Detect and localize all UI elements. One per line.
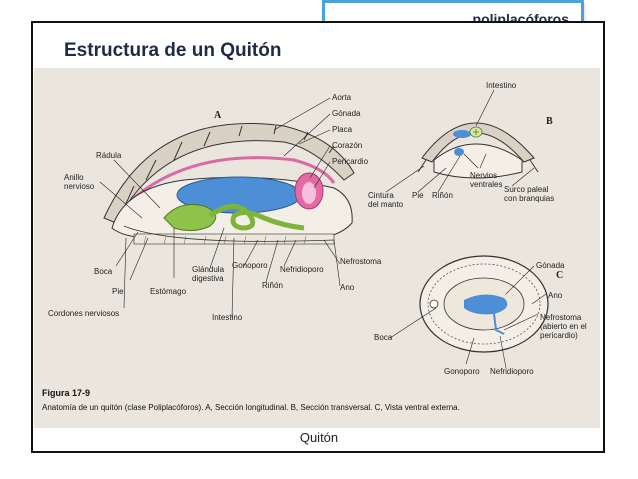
- label-nefridioporo-c: Nefridioporo: [490, 367, 534, 376]
- label-ano-c: Ano: [548, 291, 563, 300]
- panel-c-ventral: C Gónada Ano Boca Nefrostoma(abierto en …: [374, 255, 587, 376]
- label-boca-a: Boca: [94, 267, 113, 276]
- slide-caption: Quitón: [299, 430, 339, 445]
- label-pericardio: Pericardio: [332, 157, 369, 166]
- label-pie-a: Pie: [112, 287, 124, 296]
- label-placa: Placa: [332, 125, 353, 134]
- label-radula: Rádula: [96, 151, 122, 160]
- panel-b-letter: B: [546, 116, 553, 127]
- panel-a-letter: A: [214, 110, 222, 121]
- label-rinon-b: Riñón: [432, 191, 453, 200]
- label-cordones-nerviosos: Cordones nerviosos: [48, 309, 119, 318]
- label-aorta: Aorta: [332, 93, 352, 102]
- label-ano-a: Ano: [340, 283, 355, 292]
- panel-a-longitudinal: A Aorta Gónada Placa Corazón Perica: [48, 93, 382, 322]
- slide-title: Estructura de un Quitón: [64, 40, 282, 61]
- label-gonoporo-c: Gonoporo: [444, 367, 480, 376]
- label-estomago: Estómago: [150, 287, 187, 296]
- label-pie-b: Pie: [412, 191, 424, 200]
- label-gonada-c: Gónada: [536, 261, 565, 270]
- label-nefridioporo-a: Nefridioporo: [280, 265, 324, 274]
- label-gonoporo-a: Gonoporo: [232, 261, 268, 270]
- label-nefrostoma-a: Nefrostoma: [340, 257, 382, 266]
- chiton-illustration: A Aorta Gónada Placa Corazón Perica: [42, 81, 587, 412]
- label-boca-c: Boca: [374, 333, 393, 342]
- figure-caption-text: Anatomía de un quitón (clase Poliplacófo…: [42, 403, 460, 412]
- label-gonada: Gónada: [332, 109, 361, 118]
- panel-c-letter: C: [556, 270, 563, 281]
- label-rinon-a: Riñón: [262, 281, 283, 290]
- label-corazon: Corazón: [332, 141, 362, 150]
- figure-caption-title: Figura 17-9: [42, 388, 90, 398]
- label-intestino-a: Intestino: [212, 313, 243, 322]
- chiton-figure: A Aorta Gónada Placa Corazón Perica: [34, 68, 600, 428]
- label-intestino-b: Intestino: [486, 81, 517, 90]
